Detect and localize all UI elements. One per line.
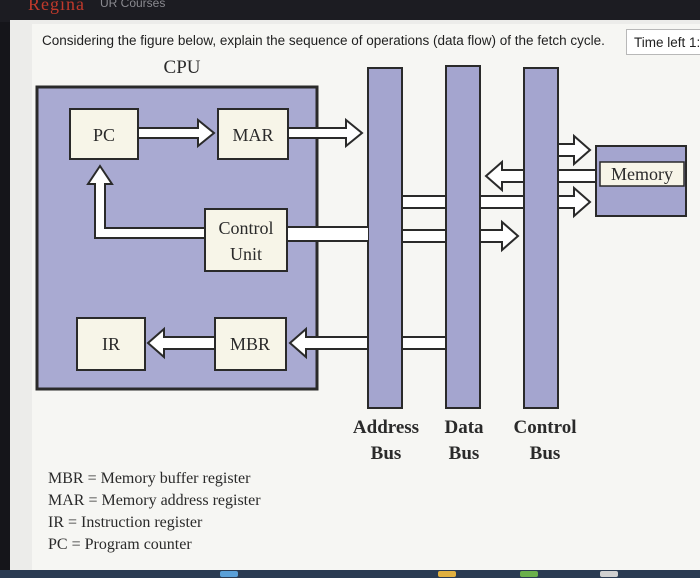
memory-label-box — [599, 161, 685, 187]
question-text: Considering the figure below, explain th… — [42, 33, 605, 48]
taskbar-app-icon[interactable] — [220, 571, 238, 577]
site-logo[interactable]: Regina — [28, 0, 85, 14]
mar-register — [217, 108, 289, 160]
pc-label: PC — [93, 125, 115, 145]
cpu-label: CPU — [164, 57, 201, 78]
browser-top-bar: Regina UR Courses — [0, 0, 700, 22]
mbr-to-ir-arrow — [146, 326, 216, 360]
bus-to-mbr-arrow — [288, 326, 369, 360]
cu-to-pc-arrow — [86, 164, 206, 239]
mar-to-bus-arrow — [287, 117, 364, 149]
taskbar-app-icon[interactable] — [520, 571, 538, 577]
mar-label: MAR — [232, 125, 273, 145]
bus-link-3 — [401, 336, 447, 350]
legend-item: MAR = Memory address register — [48, 492, 261, 509]
control-bus-label-line2: Bus — [530, 443, 561, 464]
taskbar — [0, 570, 700, 578]
pc-register — [69, 108, 139, 160]
address-to-memory-arrow — [557, 133, 592, 167]
address-bus — [367, 67, 403, 409]
pc-to-mar-arrow — [137, 117, 216, 149]
data-bus-label: Data — [444, 417, 484, 438]
cu-bus-lines — [287, 226, 368, 242]
cu-bus-link — [287, 228, 368, 240]
data-bus-label-line2: Bus — [449, 443, 480, 464]
bus-link-4 — [479, 195, 525, 209]
ir-register — [76, 317, 146, 371]
taskbar-app-icon[interactable] — [600, 571, 618, 577]
data-to-control-arrow — [479, 219, 520, 253]
memory-to-databus-arrow — [484, 159, 525, 193]
mbr-register — [214, 317, 287, 371]
quiz-timer: Time left 1: — [626, 29, 700, 55]
control-unit-label-line1: Control — [218, 218, 273, 238]
legend-item: PC = Program counter — [48, 536, 192, 553]
control-unit — [204, 208, 288, 272]
address-bus-label-line2: Bus — [371, 443, 402, 464]
control-to-memory-arrow — [557, 185, 592, 219]
control-unit-label-line2: Unit — [230, 244, 262, 264]
ir-label: IR — [102, 334, 120, 354]
bus-memory-link — [557, 169, 597, 183]
control-bus — [523, 67, 559, 409]
mbr-label: MBR — [230, 334, 270, 354]
bus-link-2 — [401, 229, 447, 243]
control-bus-label: Control — [514, 417, 577, 438]
bus-link-1 — [401, 195, 447, 209]
taskbar-app-icon[interactable] — [438, 571, 456, 577]
memory-label: Memory — [611, 164, 673, 184]
data-bus — [445, 65, 481, 409]
legend-item: MBR = Memory buffer register — [48, 470, 251, 487]
register-legend: MBR = Memory buffer register MAR = Memor… — [48, 468, 261, 556]
legend-item: IR = Instruction register — [48, 514, 203, 531]
breadcrumb[interactable]: UR Courses — [100, 0, 166, 10]
address-bus-label: Address — [353, 417, 419, 438]
